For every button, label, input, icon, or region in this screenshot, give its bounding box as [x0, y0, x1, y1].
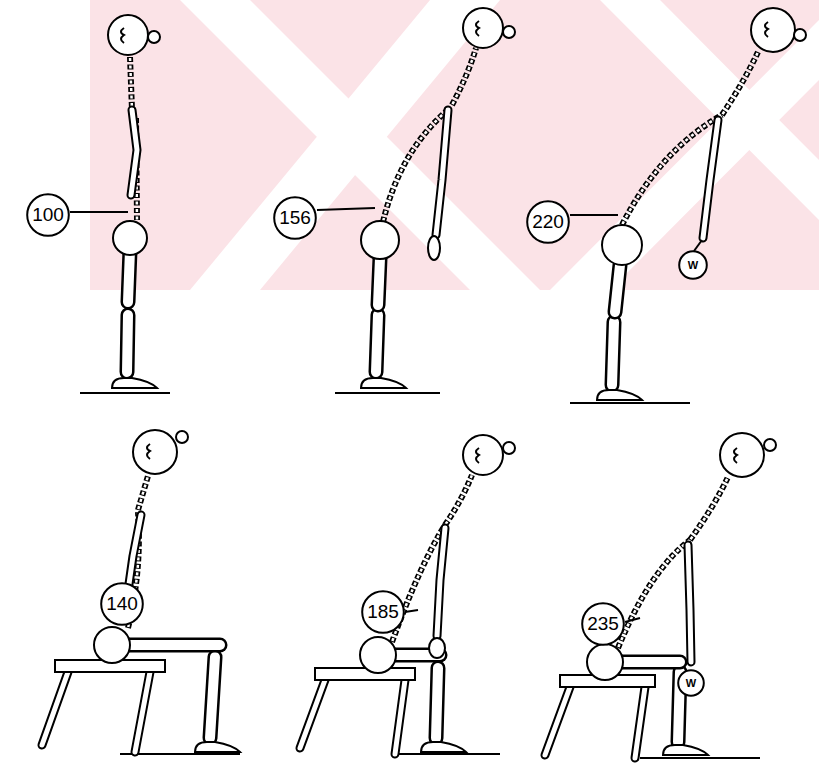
callout-circle: 140 — [100, 582, 144, 626]
weight-label: W — [677, 669, 705, 697]
callout-circle: 156 — [273, 196, 317, 240]
callout-number: 220 — [526, 200, 570, 244]
sitting-figure — [42, 430, 240, 754]
weight-circle: W — [677, 669, 705, 697]
callout-number: 235 — [581, 602, 625, 646]
leaning-sitting-figure — [300, 435, 515, 754]
callout-number: 140 — [100, 582, 144, 626]
callout-number: 185 — [361, 590, 405, 634]
bending-figure — [317, 8, 515, 393]
bending-figure-with-weight — [570, 8, 806, 403]
callout-circle: 185 — [361, 590, 405, 634]
watermark — [90, 0, 819, 290]
callout-number: 156 — [273, 196, 317, 240]
callout-circle: 100 — [26, 193, 70, 237]
callout-circle: 235 — [581, 602, 625, 646]
callout-circle: 220 — [526, 200, 570, 244]
standing-figure — [70, 15, 170, 393]
callout-number: 100 — [26, 193, 70, 237]
weight-circle: W — [678, 250, 708, 280]
weight-label: W — [678, 250, 708, 280]
leaning-sitting-figure-with-weight — [545, 433, 776, 758]
